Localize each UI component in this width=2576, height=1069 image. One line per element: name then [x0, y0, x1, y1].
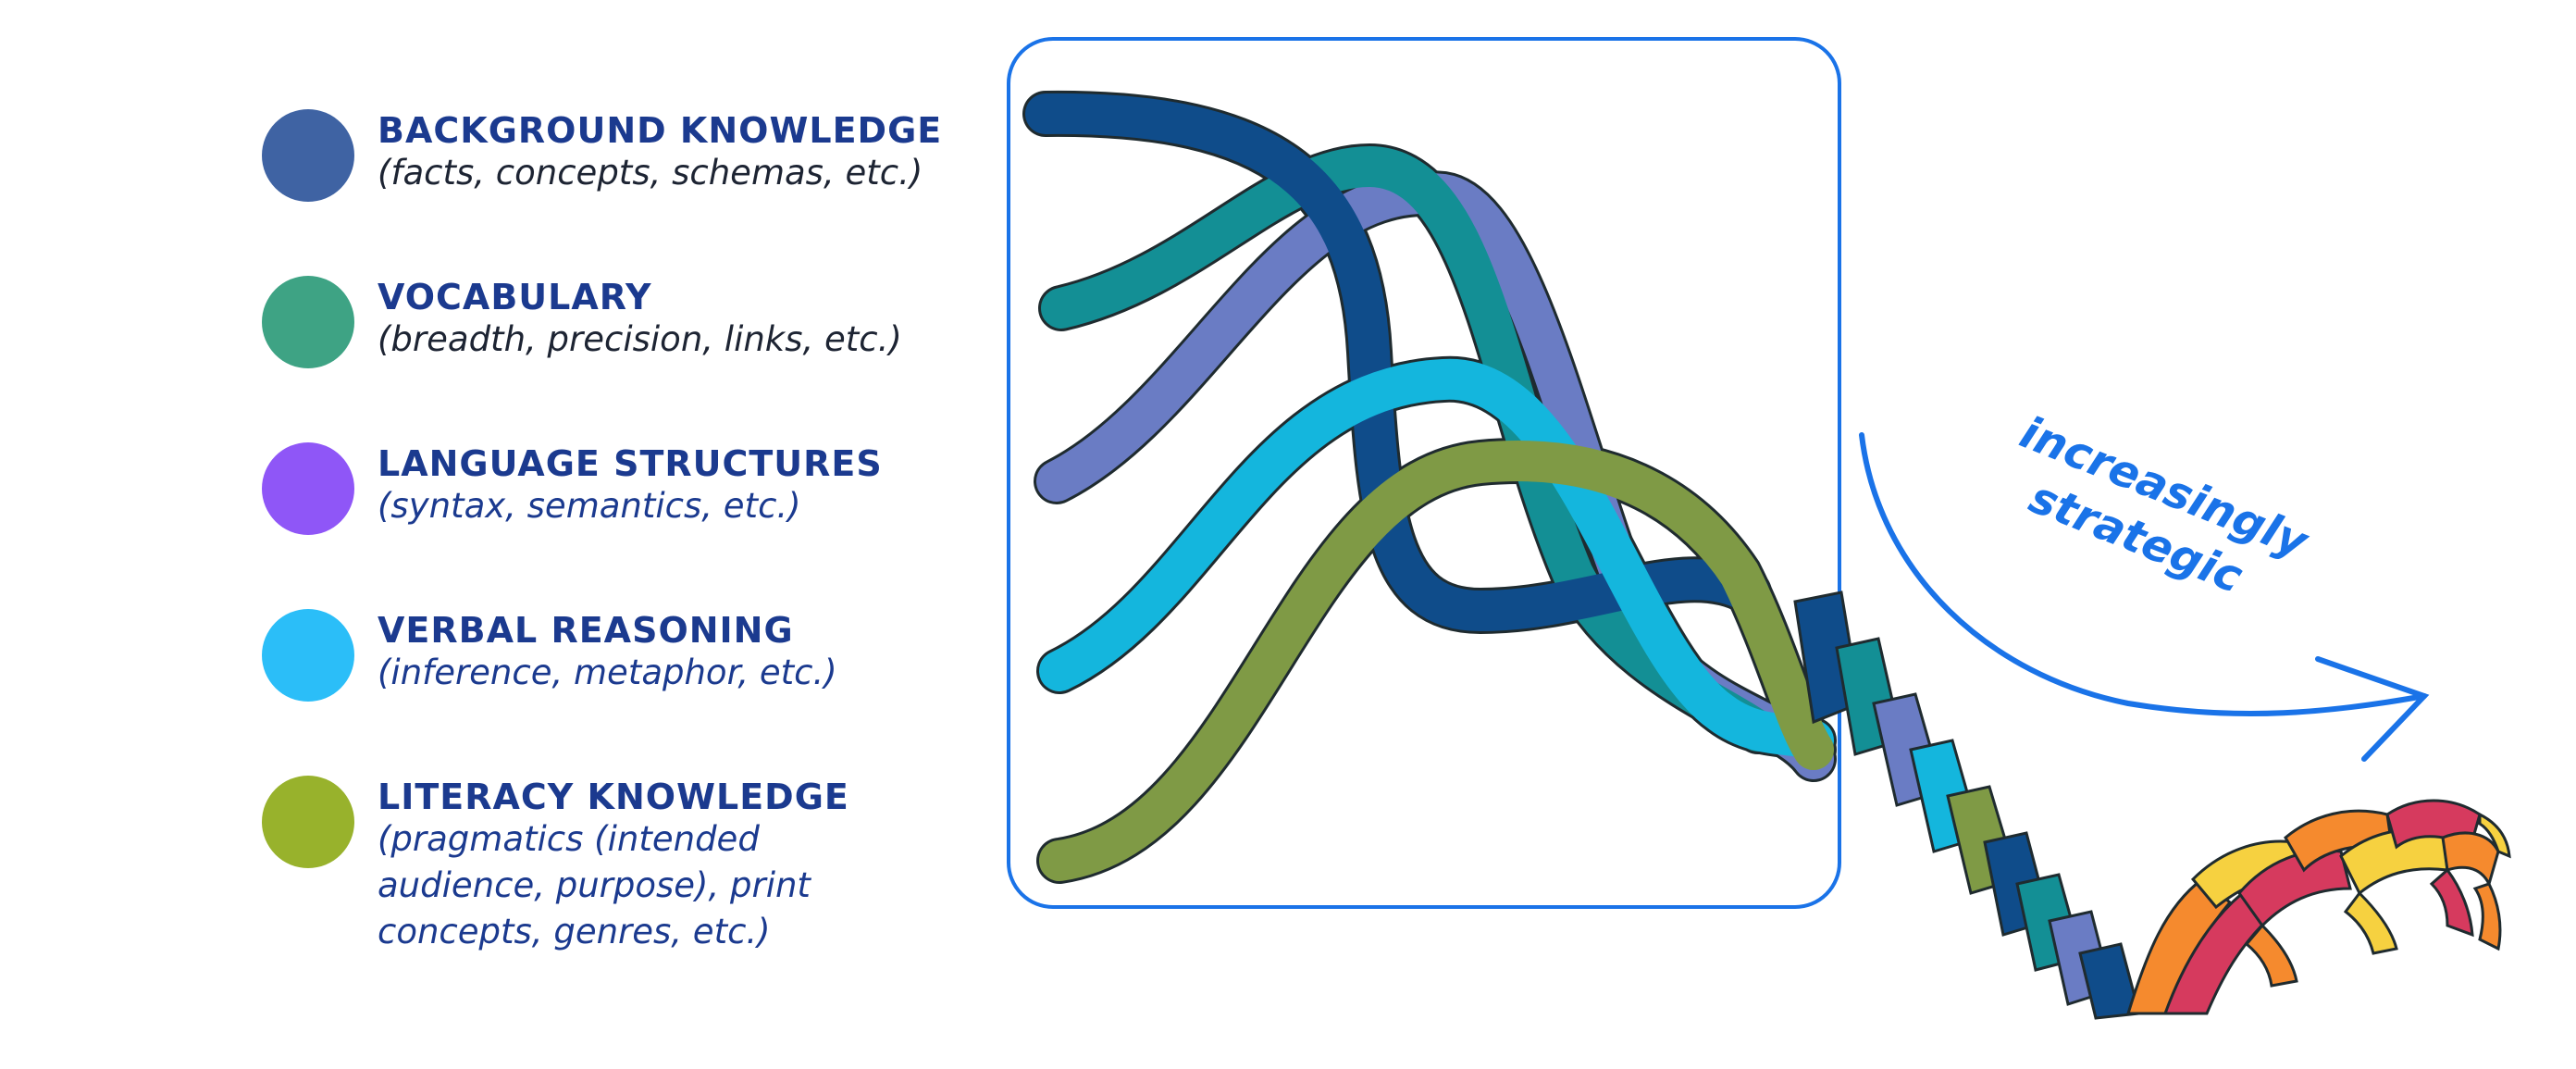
legend-title: VOCABULARY	[378, 277, 652, 317]
legend-title: LITERACY KNOWLEDGE	[378, 777, 849, 817]
legend-subtitle: (facts, concepts, schemas, etc.)	[378, 153, 923, 193]
strand-verbal-reasoning	[1039, 358, 1834, 761]
arrow-curve	[1859, 432, 2427, 717]
legend-subtitle: (pragmatics (intended audience, purpose)…	[378, 819, 811, 951]
braid-segment	[2284, 809, 2394, 873]
increasingly-strategic-arrow	[1859, 432, 2430, 762]
braid-segment	[2441, 831, 2500, 889]
language-structures-dot	[262, 442, 354, 535]
legend-subtitle: (inference, metaphor, etc.)	[378, 653, 837, 692]
verbal-reasoning-dot	[262, 609, 354, 702]
braid-segment	[2472, 882, 2502, 951]
strand-frame	[1007, 37, 1841, 909]
legend-title: BACKGROUND KNOWLEDGE	[378, 110, 943, 151]
legend: BACKGROUND KNOWLEDGE (facts, concepts, s…	[0, 0, 1018, 1069]
strand-vocabulary	[1041, 146, 1778, 752]
twisted-rope	[1793, 590, 2141, 1020]
braid-segment	[2343, 890, 2398, 955]
legend-subtitle: (breadth, precision, links, etc.)	[378, 319, 902, 359]
legend-title: LANGUAGE STRUCTURES	[378, 443, 883, 484]
background-knowledge-dot	[262, 109, 354, 202]
literacy-knowledge-dot	[262, 776, 354, 868]
braid-segment	[2244, 923, 2298, 988]
braided-rope-end	[2125, 799, 2511, 1015]
braid-segment	[2237, 849, 2352, 928]
strand-literacy-knowledge	[1039, 441, 1834, 881]
braid-segment	[2429, 867, 2474, 938]
legend-title: VERBAL REASONING	[378, 610, 794, 651]
vocabulary-dot	[262, 276, 354, 368]
legend-subtitle: (syntax, semantics, etc.)	[378, 486, 801, 526]
braid-segment	[2478, 812, 2511, 859]
arrow-head	[2315, 656, 2430, 762]
strands	[1022, 90, 1837, 884]
